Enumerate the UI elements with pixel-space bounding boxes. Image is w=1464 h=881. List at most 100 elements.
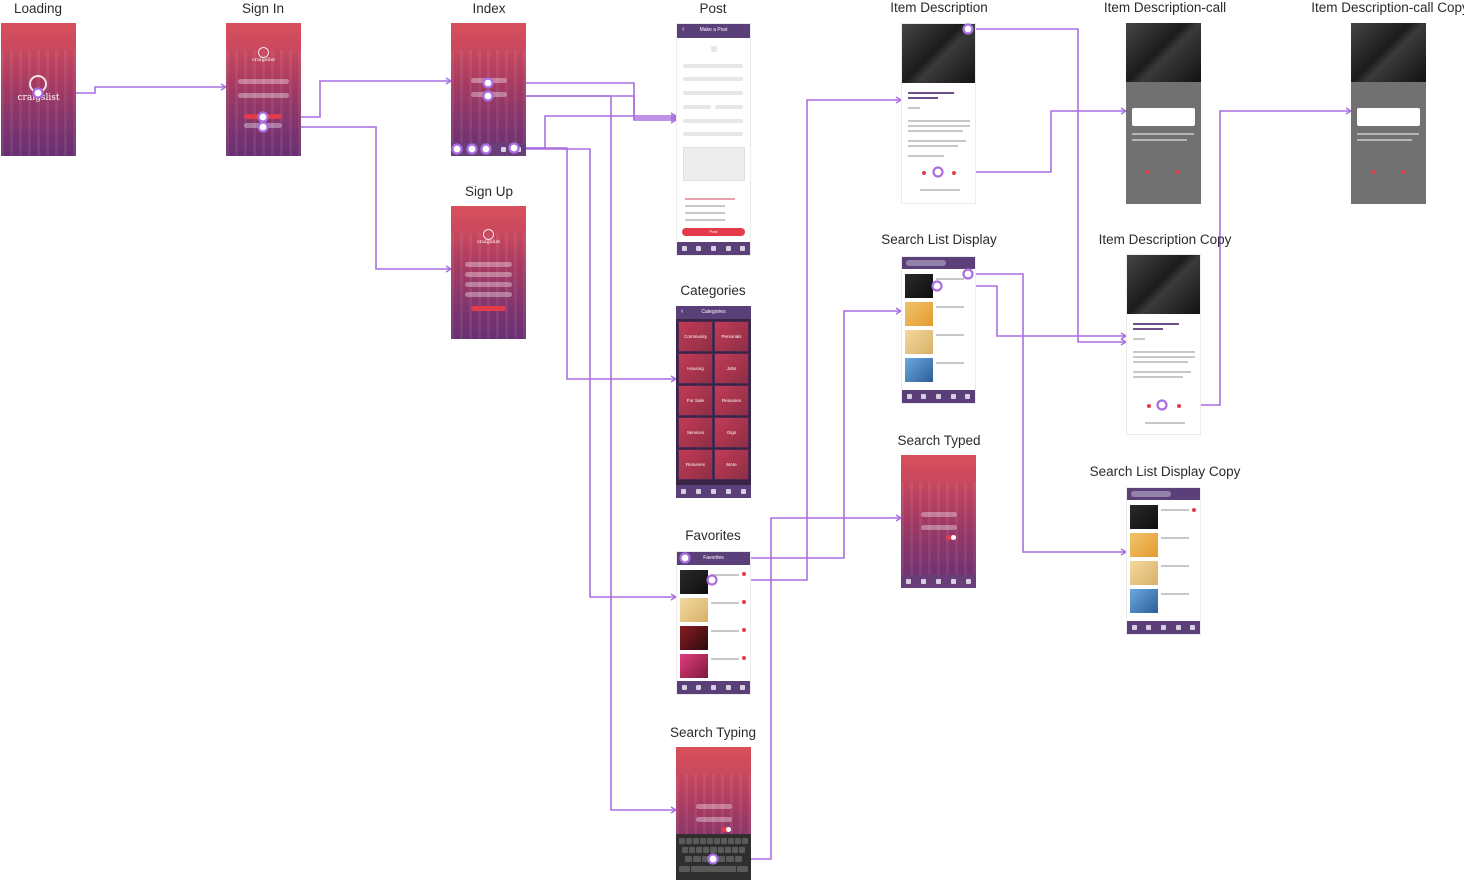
index-option-2[interactable] bbox=[471, 92, 507, 97]
item-text bbox=[1133, 371, 1191, 373]
category-tile[interactable]: Services bbox=[678, 417, 713, 448]
mail-icon[interactable] bbox=[1401, 170, 1405, 174]
keyboard[interactable] bbox=[676, 834, 751, 880]
result-thumbnail[interactable] bbox=[905, 274, 933, 298]
tab-bar[interactable] bbox=[901, 575, 976, 588]
heart-icon[interactable] bbox=[1147, 404, 1151, 408]
post-field-title[interactable] bbox=[683, 64, 743, 68]
back-icon[interactable]: ‹ bbox=[681, 308, 684, 315]
screen-item-description-call-copy[interactable] bbox=[1351, 23, 1426, 204]
contact-option-2[interactable] bbox=[685, 212, 725, 214]
screen-search-typing[interactable] bbox=[676, 747, 751, 880]
result-thumbnail[interactable] bbox=[905, 358, 933, 382]
heart-icon[interactable] bbox=[742, 572, 746, 576]
tab-bar[interactable] bbox=[1127, 621, 1200, 634]
screen-categories[interactable]: ‹ Categories Community Personals Housing… bbox=[676, 306, 751, 498]
tab-bar[interactable] bbox=[902, 390, 975, 403]
username-field[interactable] bbox=[238, 79, 289, 84]
category-tile[interactable]: Resumes bbox=[714, 385, 749, 416]
contact-option-1[interactable] bbox=[685, 205, 725, 207]
search-input[interactable] bbox=[696, 804, 732, 809]
list-text bbox=[1161, 565, 1189, 567]
category-tile[interactable]: Jobs bbox=[714, 353, 749, 384]
heart-icon[interactable] bbox=[1192, 508, 1196, 512]
heart-icon[interactable] bbox=[742, 600, 746, 604]
tab-bar[interactable] bbox=[677, 242, 750, 255]
signup-field-2[interactable] bbox=[465, 272, 512, 277]
result-thumbnail[interactable] bbox=[1130, 505, 1158, 529]
heart-icon[interactable] bbox=[742, 628, 746, 632]
screen-label-sign-up: Sign Up bbox=[464, 184, 514, 199]
screen-favorites[interactable]: Favorites bbox=[676, 551, 751, 695]
post-field-category[interactable] bbox=[683, 91, 743, 95]
post-field-city[interactable] bbox=[683, 105, 711, 109]
screen-item-description-call[interactable] bbox=[1126, 23, 1201, 204]
sign-up-button[interactable] bbox=[244, 123, 282, 128]
call-dialog[interactable] bbox=[1132, 108, 1195, 126]
sign-in-button[interactable] bbox=[244, 114, 282, 119]
contact-option-3[interactable] bbox=[685, 219, 725, 221]
result-thumbnail[interactable] bbox=[905, 302, 933, 326]
category-tile[interactable]: Gigs bbox=[714, 417, 749, 448]
screen-search-typed[interactable] bbox=[901, 455, 976, 588]
signup-field-4[interactable] bbox=[465, 292, 512, 297]
screen-loading[interactable]: craigslist bbox=[1, 23, 76, 156]
product-photo bbox=[1351, 23, 1426, 82]
screen-sign-in[interactable]: craigslist bbox=[226, 23, 301, 156]
result-thumbnail[interactable] bbox=[1130, 533, 1158, 557]
tab-bar[interactable] bbox=[677, 681, 750, 694]
tab-bar[interactable] bbox=[451, 143, 526, 156]
category-tile[interactable]: Community bbox=[678, 321, 713, 352]
screen-sign-up[interactable]: craigslist bbox=[451, 206, 526, 339]
post-description[interactable] bbox=[683, 147, 745, 181]
signup-field-3[interactable] bbox=[465, 282, 512, 287]
tab-bar[interactable] bbox=[676, 485, 751, 498]
favorite-thumbnail[interactable] bbox=[680, 654, 708, 678]
category-tile[interactable]: For Sale bbox=[678, 385, 713, 416]
index-option-1[interactable] bbox=[471, 78, 507, 83]
screen-search-list-display-copy[interactable] bbox=[1126, 487, 1201, 635]
screen-search-list-display[interactable] bbox=[901, 256, 976, 404]
signup-submit-button[interactable] bbox=[471, 306, 506, 311]
search-input[interactable] bbox=[921, 512, 957, 517]
category-tile[interactable]: Personals bbox=[714, 321, 749, 352]
search-input[interactable] bbox=[906, 260, 946, 266]
call-dialog[interactable] bbox=[1357, 108, 1420, 126]
post-field-subcategory[interactable] bbox=[683, 119, 743, 123]
password-field[interactable] bbox=[238, 93, 289, 98]
signup-field-1[interactable] bbox=[465, 262, 512, 267]
favorite-thumbnail[interactable] bbox=[680, 626, 708, 650]
category-tile[interactable]: Resumes bbox=[678, 449, 713, 480]
toggle-switch[interactable] bbox=[946, 535, 956, 540]
post-field-price[interactable] bbox=[683, 77, 743, 81]
heart-icon[interactable] bbox=[742, 656, 746, 660]
result-thumbnail[interactable] bbox=[1130, 589, 1158, 613]
screen-item-description-copy[interactable] bbox=[1126, 254, 1201, 435]
back-icon[interactable]: ‹ bbox=[682, 26, 685, 33]
screen-post[interactable]: ‹ Make a Post Post bbox=[676, 23, 751, 256]
heart-icon[interactable] bbox=[1146, 170, 1150, 174]
result-thumbnail[interactable] bbox=[1130, 561, 1158, 585]
post-field-condition[interactable] bbox=[683, 132, 743, 136]
favorite-thumbnail[interactable] bbox=[680, 570, 708, 594]
search-input[interactable] bbox=[1131, 491, 1171, 497]
mail-icon[interactable] bbox=[1176, 170, 1180, 174]
category-tile[interactable]: More bbox=[714, 449, 749, 480]
heart-icon[interactable] bbox=[1371, 170, 1375, 174]
mail-icon[interactable] bbox=[952, 171, 956, 175]
screen-item-description[interactable] bbox=[901, 23, 976, 204]
toggle-switch[interactable] bbox=[721, 827, 731, 832]
search-button[interactable] bbox=[696, 817, 732, 822]
post-field-zip[interactable] bbox=[715, 105, 743, 109]
camera-icon[interactable] bbox=[711, 46, 717, 52]
post-button[interactable]: Post bbox=[682, 228, 745, 236]
favorite-thumbnail[interactable] bbox=[680, 598, 708, 622]
heart-icon[interactable] bbox=[922, 171, 926, 175]
screen-index[interactable] bbox=[451, 23, 526, 156]
result-thumbnail[interactable] bbox=[905, 330, 933, 354]
search-button[interactable] bbox=[921, 525, 957, 530]
mail-icon[interactable] bbox=[1177, 404, 1181, 408]
categories-title: Categories bbox=[701, 309, 726, 315]
category-tile[interactable]: Housing bbox=[678, 353, 713, 384]
list-text bbox=[936, 278, 964, 280]
